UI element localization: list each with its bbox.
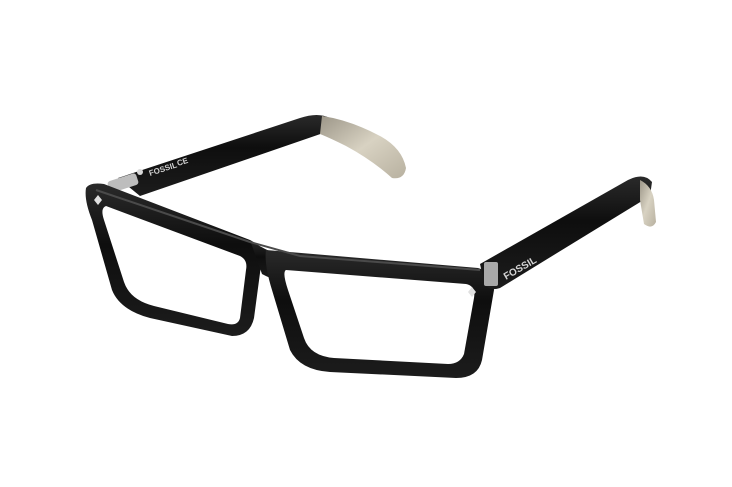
left-hinge bbox=[107, 173, 139, 193]
right-hinge bbox=[484, 262, 498, 286]
left-lens bbox=[102, 206, 247, 325]
left-temple-stud-icon bbox=[137, 169, 143, 175]
right-temple-arm: FOSSIL bbox=[480, 176, 656, 290]
front-frame bbox=[85, 183, 494, 378]
right-lens bbox=[284, 270, 475, 364]
left-temple-arm: FOSSIL CE bbox=[107, 115, 406, 196]
left-temple-mark: CE bbox=[176, 156, 190, 168]
right-diamond-stud-icon bbox=[468, 287, 476, 297]
left-diamond-stud-icon bbox=[94, 195, 102, 205]
brow-highlight bbox=[95, 189, 481, 271]
